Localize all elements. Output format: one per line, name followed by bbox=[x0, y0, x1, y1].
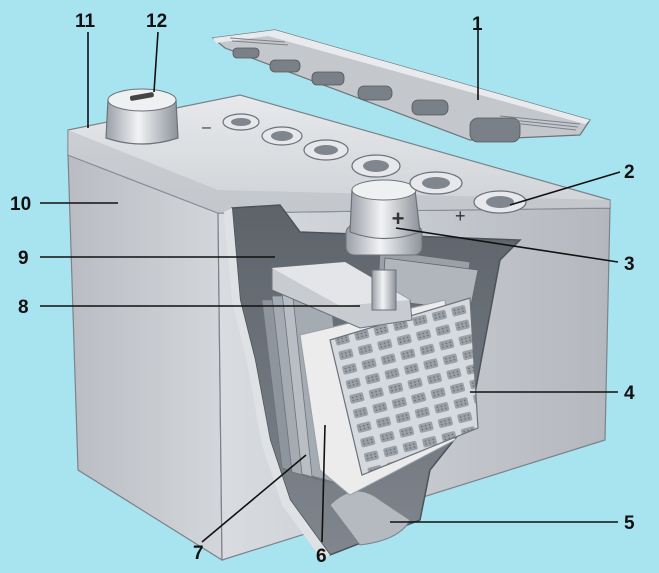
callout-9: 9 bbox=[18, 248, 29, 269]
callout-1: 1 bbox=[472, 14, 483, 35]
callout-8: 8 bbox=[18, 297, 29, 318]
callout-10: 10 bbox=[10, 194, 31, 215]
negative-terminal bbox=[105, 88, 179, 145]
callout-6: 6 bbox=[316, 546, 327, 567]
callout-11: 11 bbox=[75, 11, 96, 32]
callout-4: 4 bbox=[624, 383, 635, 404]
sediment-space bbox=[329, 490, 411, 546]
positive-terminal: + bbox=[345, 179, 423, 311]
callout-2: 2 bbox=[624, 162, 635, 183]
callout-12: 12 bbox=[146, 11, 167, 32]
callout-3: 3 bbox=[624, 254, 635, 275]
callout-7: 7 bbox=[193, 543, 204, 564]
grid-plate bbox=[329, 297, 479, 476]
battery-case-front bbox=[67, 154, 223, 562]
positive-sign: + bbox=[392, 206, 405, 231]
leader-lines bbox=[40, 30, 621, 543]
vent-plug-strip bbox=[211, 29, 591, 143]
lid-plus-mark: + bbox=[455, 206, 466, 226]
lid-minus-mark: – bbox=[202, 119, 211, 136]
callout-5: 5 bbox=[624, 513, 635, 534]
